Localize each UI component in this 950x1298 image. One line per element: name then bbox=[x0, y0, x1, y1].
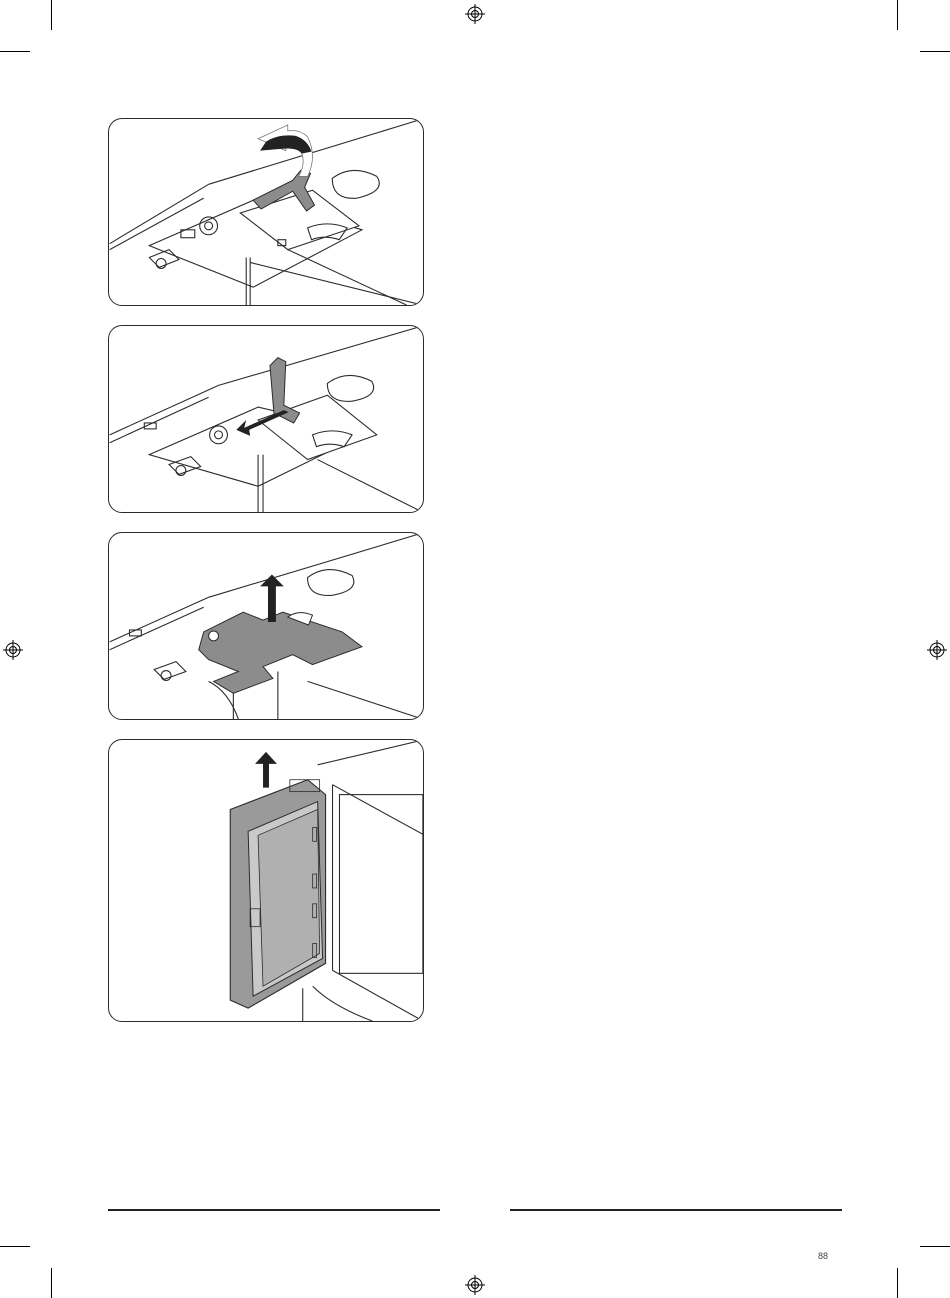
illustration-step-3 bbox=[108, 532, 424, 720]
footer-rule-left bbox=[108, 1209, 440, 1211]
crop-mark-top-left-h bbox=[0, 51, 30, 52]
illustration-step-4 bbox=[108, 739, 424, 1022]
footer-rule-right bbox=[510, 1209, 842, 1211]
registration-mark-icon bbox=[3, 640, 23, 660]
crop-mark-bottom-right-h bbox=[920, 1246, 950, 1247]
crop-mark-top-left-v bbox=[51, 0, 52, 30]
crop-mark-top-right-v bbox=[897, 0, 898, 30]
page-number: 88 bbox=[818, 1251, 828, 1261]
registration-mark-icon bbox=[465, 1275, 485, 1295]
lift-hinge-arrow-icon bbox=[109, 533, 423, 719]
illustration-step-1 bbox=[108, 118, 424, 306]
illustration-step-2 bbox=[108, 325, 424, 513]
rotate-hinge-lever-arrow-icon bbox=[109, 119, 423, 305]
registration-mark-icon bbox=[465, 4, 485, 24]
pull-lever-arrow-icon bbox=[109, 326, 423, 512]
crop-mark-bottom-left-h bbox=[0, 1246, 30, 1247]
crop-mark-top-right-h bbox=[920, 51, 950, 52]
registration-mark-icon bbox=[927, 640, 947, 660]
crop-mark-bottom-right-v bbox=[897, 1268, 898, 1298]
lift-door-arrow-icon bbox=[109, 740, 423, 1021]
crop-mark-bottom-left-v bbox=[51, 1268, 52, 1298]
